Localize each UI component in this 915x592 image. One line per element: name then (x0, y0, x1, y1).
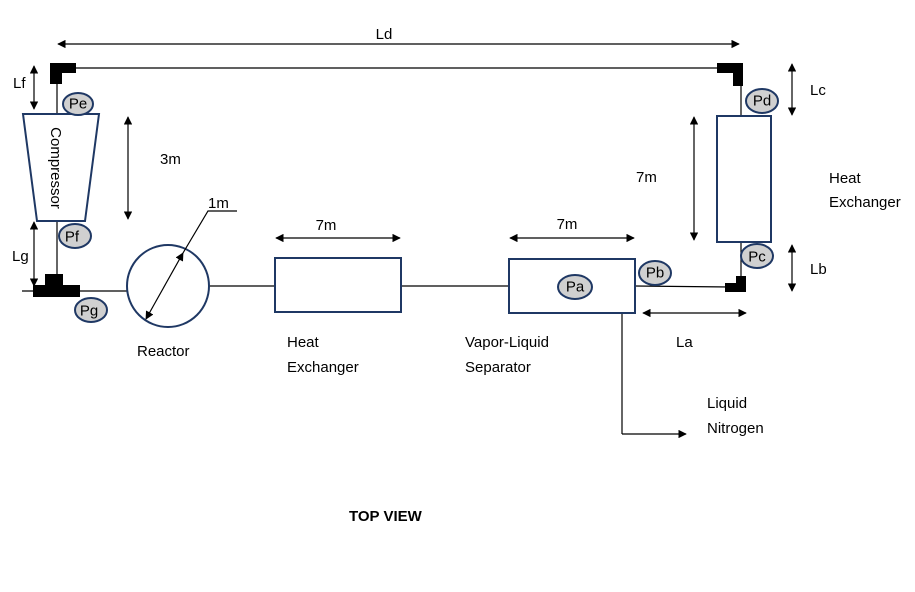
tee-bottom-left (33, 274, 80, 297)
compressor-label: Compressor (47, 127, 64, 209)
gauge-pe (62, 92, 94, 116)
ln2-label-line1: Liquid (707, 395, 747, 412)
separator-label-line2: Separator (465, 359, 531, 376)
gauge-pg (74, 297, 108, 323)
elbow-top-left (50, 63, 76, 84)
reactor-diameter-arrow (145, 252, 184, 320)
ln2-label-line2: Nitrogen (707, 420, 764, 437)
gauge-pb (638, 260, 672, 286)
heat-exchanger-2 (716, 115, 772, 243)
dim-separator-label: 7m (557, 216, 578, 233)
dim-ld-label: Ld (376, 26, 393, 43)
gauge-pa (557, 274, 593, 300)
gauge-pb-label: Pb (646, 265, 664, 282)
reactor-diameter-leader (182, 210, 237, 254)
dim-hx1-label: 7m (316, 217, 337, 234)
separator-label-line1: Vapor-Liquid (465, 334, 549, 351)
dim-lb-label: Lb (810, 261, 827, 278)
heat-exchanger-1 (274, 257, 402, 313)
hx2-label-line1: Heat (829, 170, 862, 187)
dim-lf-label: Lf (13, 75, 26, 92)
fittings (33, 63, 746, 297)
gauge-pc (740, 243, 774, 269)
gauge-pe-label: Pe (69, 96, 87, 113)
gauge-pa-label: Pa (566, 279, 585, 296)
hx2-label-line2: Exchanger (829, 194, 901, 211)
reactor-diameter-label: 1m (208, 195, 229, 212)
gauge-pd (745, 88, 779, 114)
dim-3m-label: 3m (160, 151, 181, 168)
gauge-pf (58, 223, 92, 249)
gauge-pg-label: Pg (80, 303, 98, 320)
dim-la-label: La (676, 334, 693, 351)
pipe-separator-to-hx2 (634, 285, 731, 288)
hx1-label-line2: Exchanger (287, 359, 359, 376)
reactor (126, 244, 210, 328)
reactor-label: Reactor (137, 343, 190, 360)
dim-hx2-label: 7m (636, 169, 657, 186)
dim-lg-label: Lg (12, 248, 29, 265)
hx1-label-line1: Heat (287, 334, 320, 351)
gauge-pd-label: Pd (753, 93, 771, 110)
dim-lc-label: Lc (810, 82, 826, 99)
elbow-top-right (717, 63, 743, 86)
gauge-pf-label: Pf (65, 229, 80, 246)
gauge-pc-label: Pc (748, 249, 766, 266)
piping (22, 67, 742, 439)
elbow-bottom-right (725, 276, 746, 292)
pressure-gauges: Pe Pf Pg Pa Pb Pc Pd (58, 88, 779, 323)
dimension-arrows (29, 39, 797, 318)
view-caption: TOP VIEW (349, 508, 423, 525)
